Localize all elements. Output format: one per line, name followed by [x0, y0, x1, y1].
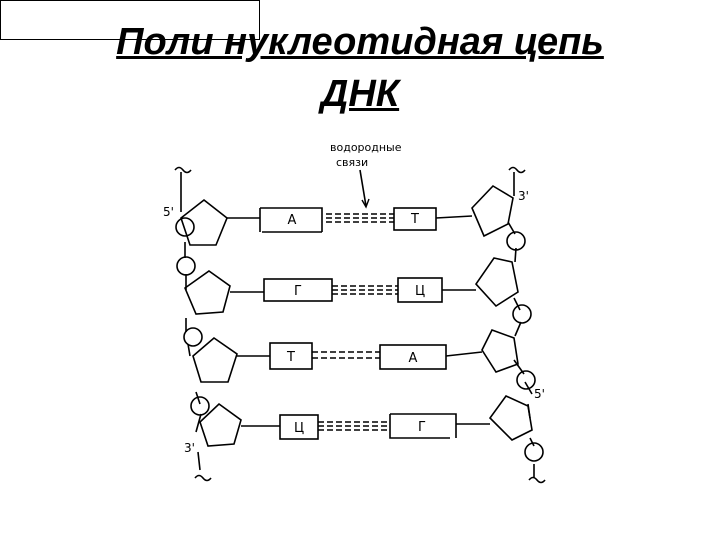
hbond-pair-1 — [326, 214, 394, 222]
sugar-left-2 — [185, 271, 230, 314]
end-label-left-top: 5' — [163, 205, 174, 219]
tilde-left-bottom — [195, 476, 211, 481]
end-label-right-top: 3' — [518, 189, 529, 203]
link-right-1 — [436, 216, 472, 218]
tilde-right-bottom — [529, 478, 545, 483]
hbond-label-line2: связи — [336, 156, 368, 169]
end-label-left-bottom: 3' — [184, 441, 195, 455]
phosphate-left-2 — [177, 257, 195, 275]
phosphate-left-3 — [184, 328, 202, 346]
sugar-right-3 — [482, 330, 518, 372]
tilde-right-top — [509, 168, 525, 173]
base-label-left-3: Т — [286, 350, 295, 365]
left-backbone — [181, 172, 201, 470]
base-label-right-3: А — [409, 351, 418, 366]
base-label-left-1: А — [288, 213, 297, 228]
right-backbone — [508, 172, 534, 478]
hbond-label-line1: водородные — [330, 141, 402, 154]
base-label-right-1: Т — [410, 212, 419, 227]
base-label-left-4: Ц — [294, 421, 304, 436]
phosphate-left-1 — [176, 218, 194, 236]
phosphate-right-2 — [513, 305, 531, 323]
hbond-pair-2 — [332, 286, 398, 294]
sugar-left-1 — [181, 200, 227, 245]
sugar-right-1 — [472, 186, 513, 236]
phosphate-right-3 — [517, 371, 535, 389]
phosphate-right-1 — [507, 232, 525, 250]
phosphate-left-4 — [191, 397, 209, 415]
sugar-right-4 — [490, 396, 532, 440]
hbond-pair-4 — [318, 422, 390, 430]
base-label-left-2: Г — [294, 284, 302, 299]
base-label-right-2: Ц — [415, 284, 425, 299]
tilde-left-top — [175, 168, 191, 173]
sugar-left-4 — [200, 404, 241, 446]
link-right-3 — [446, 352, 482, 356]
sugar-left-3 — [193, 338, 237, 382]
hbond-pair-3 — [312, 352, 380, 358]
base-label-right-4: Г — [418, 420, 426, 435]
end-label-right-bottom: 5' — [534, 387, 545, 401]
sugar-right-2 — [476, 258, 518, 306]
